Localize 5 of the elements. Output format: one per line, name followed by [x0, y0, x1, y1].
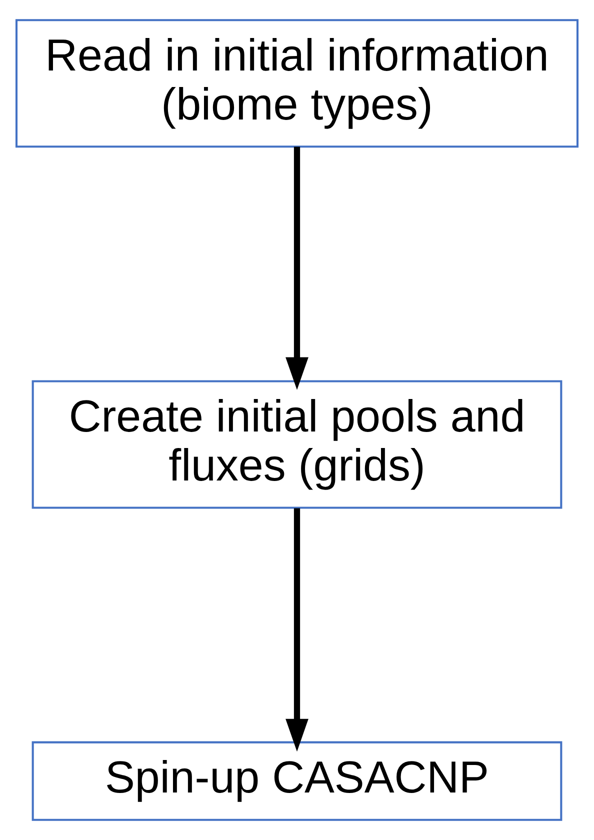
node-box: Create initial pools and fluxes (grids): [32, 380, 562, 509]
node-box: Spin-up CASACNP: [32, 741, 562, 821]
arrow: [286, 508, 308, 752]
node-box: Read in initial information (biome types): [15, 19, 579, 148]
arrow: [286, 146, 308, 390]
